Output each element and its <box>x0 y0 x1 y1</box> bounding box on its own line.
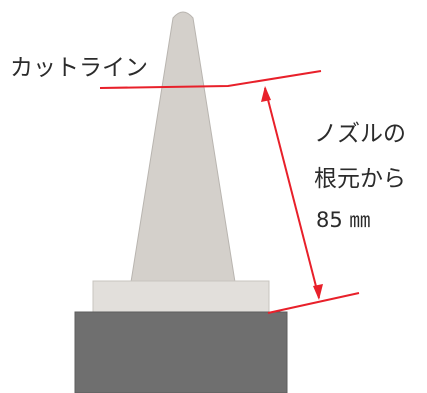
cut-line-label: カットライン <box>10 55 148 81</box>
dimension-arrow <box>264 87 320 299</box>
base-reference-line <box>267 292 360 314</box>
distance-label-line2: 根元から <box>314 166 406 192</box>
arrow-head-top <box>261 86 271 102</box>
cut-line <box>99 70 322 89</box>
distance-label-value: 85 ㎜ <box>316 208 371 232</box>
mounting-block <box>74 311 288 393</box>
nozzle-cone <box>130 11 236 283</box>
distance-label-line1: ノズルの <box>314 121 406 147</box>
nozzle-base-plate <box>92 280 270 314</box>
arrow-head-bottom <box>313 284 323 300</box>
